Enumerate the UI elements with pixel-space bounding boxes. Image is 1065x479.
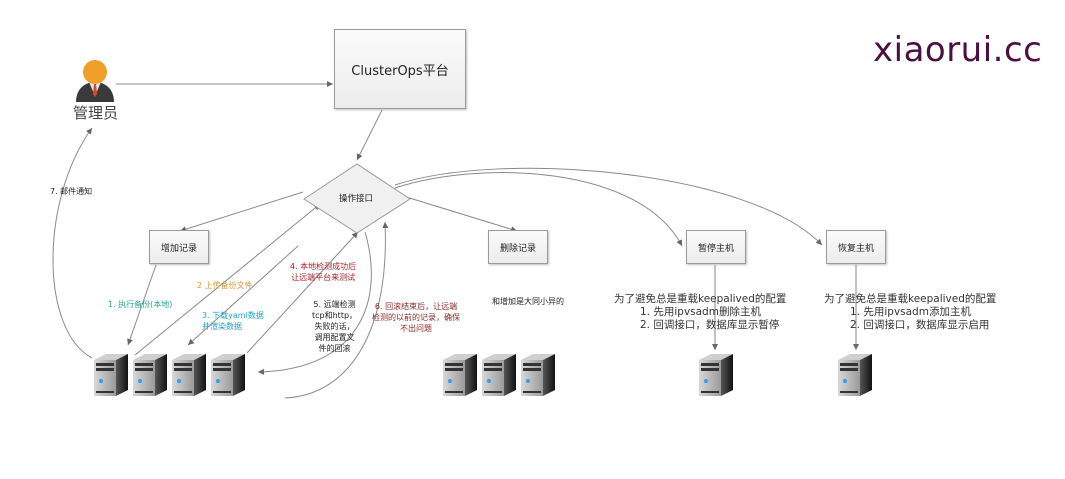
resume-note-item: 1. 先用ipvsadm添加主机	[850, 306, 971, 318]
platform-box[interactable]: ClusterOps平台	[334, 29, 466, 109]
step4-line1: 4. 本地检测成功后	[290, 262, 357, 271]
server-icon	[836, 350, 874, 398]
gateway-diamond[interactable]	[303, 163, 411, 234]
resume-note: 为了避免总是重载keepalived的配置 1. 先用ipvsadm添加主机 2…	[824, 293, 996, 332]
step5-label: 5. 远端检测 tcp和http， 失败的话， 调用配置文 件的回滚	[312, 299, 357, 354]
step3-label: 3. 下载yaml数据 并渲染数据	[202, 310, 264, 332]
step4-line2: 让远端平台来测试	[291, 273, 356, 282]
edge-gateway-to-pause	[394, 172, 683, 247]
delete-note: 和增加是大同小异的	[492, 297, 564, 306]
server-icon	[480, 350, 518, 398]
step6-line: 检测的以前的记录，确保	[372, 313, 460, 322]
server-icon	[170, 350, 208, 398]
edge-step7	[52, 127, 93, 359]
step6-line: 不出问题	[400, 324, 432, 333]
server-icon	[92, 350, 130, 398]
step3-line1: 3. 下载yaml数据	[202, 311, 264, 320]
resume-host-label: 恢复主机	[837, 243, 874, 254]
step5-line: 件的回滚	[318, 344, 351, 353]
resume-note-title: 为了避免总是重载keepalived的配置	[824, 293, 997, 305]
add-record-label: 增加记录	[160, 243, 197, 254]
step2-label: 2 上传备份文件	[197, 281, 253, 290]
edge-step6	[284, 221, 389, 399]
server-icon	[519, 350, 557, 398]
step5-line: 5. 远端检测	[313, 300, 356, 309]
watermark: xiaorui.cc	[873, 30, 1043, 70]
admin-user-icon	[76, 60, 114, 102]
step1-label: 1. 执行备份(本地)	[108, 300, 173, 309]
edge-platform-to-gateway	[356, 109, 383, 161]
pause-note-item: 2. 回调接口，数据库显示暂停	[640, 319, 780, 331]
edge-step4	[246, 231, 359, 354]
edge-step5	[257, 231, 372, 375]
step6-label: 6. 回滚结束后，让远端 检测的以前的记录，确保 不出问题	[372, 301, 460, 334]
admin-label: 管理员	[73, 104, 119, 122]
step4-label: 4. 本地检测成功后 让远端平台来测试	[290, 261, 356, 283]
step5-line: tcp和http，	[312, 311, 358, 320]
platform-label: ClusterOps平台	[351, 63, 449, 79]
step5-line: 调用配置文	[314, 333, 355, 342]
step5-line: 失败的话，	[314, 322, 355, 331]
step6-line: 6. 回滚结束后，让远端	[374, 302, 458, 311]
edge-step1	[127, 264, 157, 346]
add-record-box[interactable]: 增加记录	[149, 230, 209, 264]
pause-host-box[interactable]: 暂停主机	[686, 230, 746, 264]
edge-step3	[187, 245, 299, 346]
edge-step2	[134, 203, 321, 356]
step3-line2: 并渲染数据	[202, 322, 242, 331]
pause-note: 为了避免总是重载keepalived的配置 1. 先用ipvsadm删除主机 2…	[614, 293, 786, 332]
step7-label: 7. 邮件通知	[50, 187, 93, 196]
edge-gateway-to-resume	[394, 167, 823, 246]
edge-gateway-to-add	[179, 191, 304, 233]
resume-host-box[interactable]: 恢复主机	[826, 230, 886, 264]
delete-record-label: 删除记录	[499, 243, 536, 254]
server-icon	[441, 350, 479, 398]
server-icon	[131, 350, 169, 398]
server-icon	[697, 350, 735, 398]
resume-note-item: 2. 回调接口，数据库显示启用	[850, 319, 990, 331]
pause-host-label: 暂停主机	[697, 243, 734, 254]
delete-record-box[interactable]: 删除记录	[488, 230, 548, 264]
pause-note-title: 为了避免总是重载keepalived的配置	[614, 293, 787, 305]
edge-gateway-to-delete	[389, 191, 518, 233]
server-icon	[209, 350, 247, 398]
gateway-label: 操作接口	[339, 194, 374, 204]
pause-note-item: 1. 先用ipvsadm删除主机	[640, 306, 761, 318]
